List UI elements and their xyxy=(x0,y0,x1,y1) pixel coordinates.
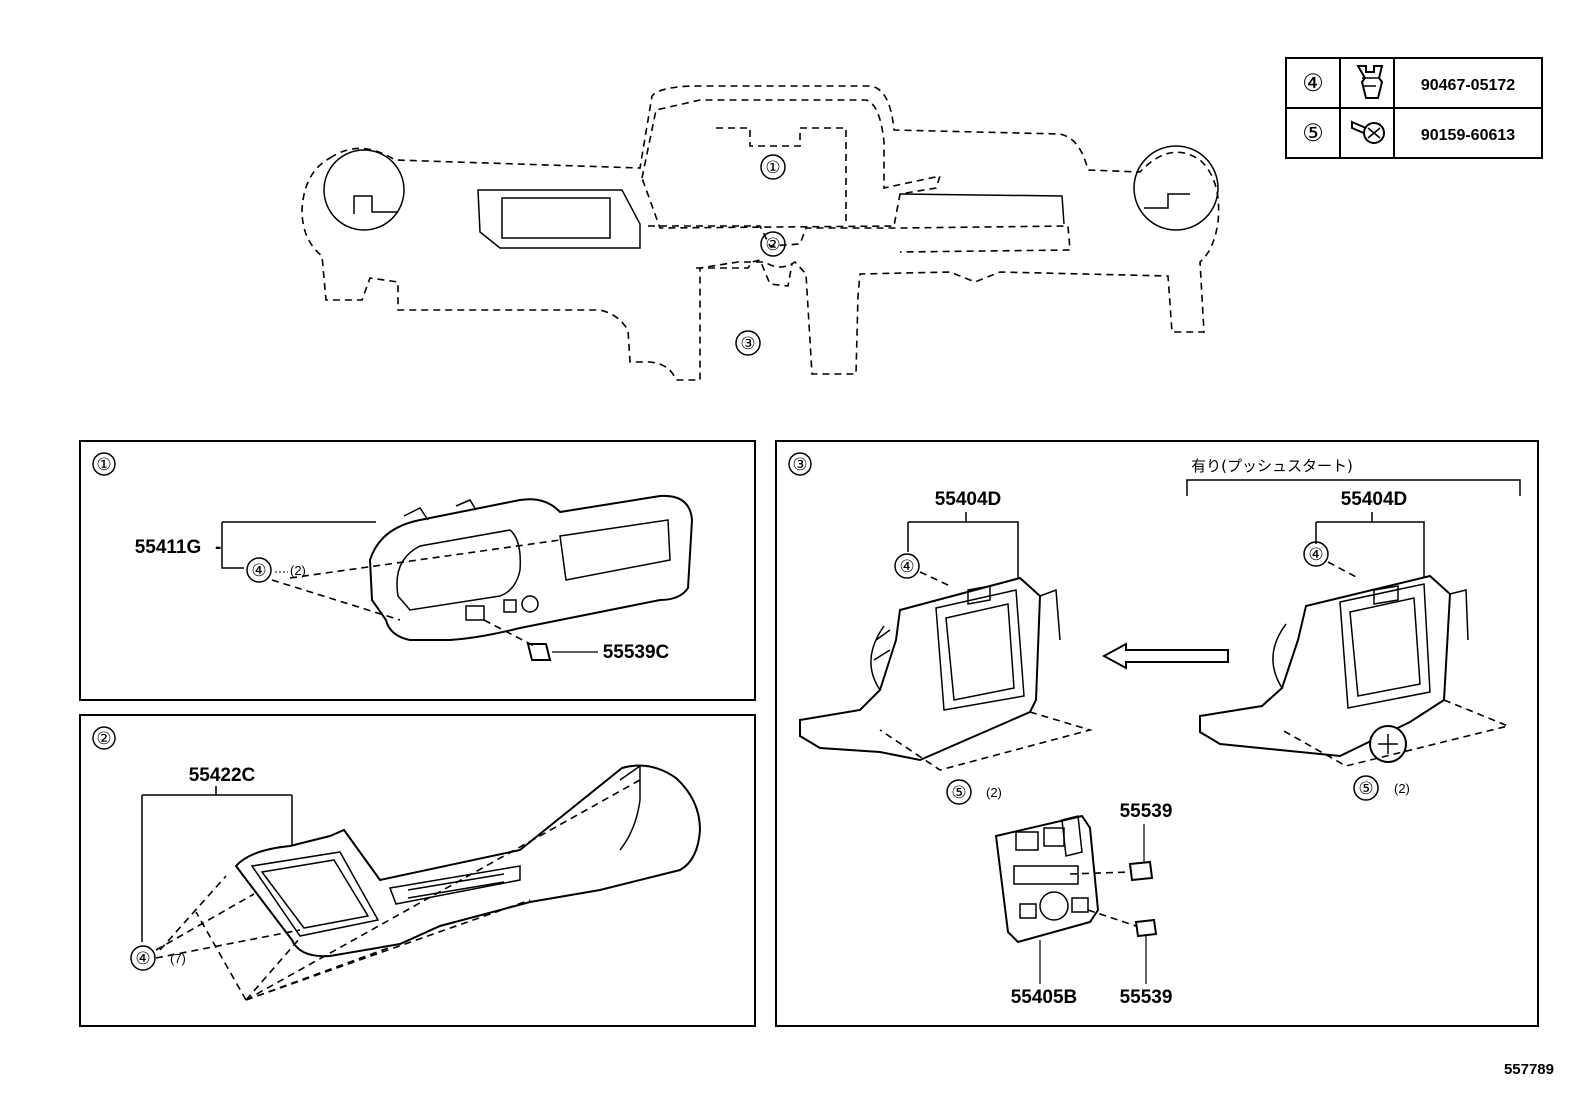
panel-1-clip-qty: (2) xyxy=(290,563,306,578)
table-part-90159: 90159-60613 xyxy=(1421,127,1515,144)
console-right xyxy=(1199,574,1469,763)
panel-3-clip-ref-right: ④ xyxy=(1308,545,1323,564)
svg-text:-: - xyxy=(215,537,221,558)
panel-1-part-55539c: 55539C xyxy=(603,642,670,663)
panel-2-part-55422c: 55422C xyxy=(189,765,256,786)
diagram-id: 557789 xyxy=(1504,1061,1554,1078)
fastener-table: ④ ⑤ 90467-05172 90159-60613 xyxy=(1285,57,1543,159)
panel-3-clip-ref-left: ④ xyxy=(899,557,914,576)
dashboard-overview xyxy=(301,85,1220,381)
overview-callouts: ① ② ③ xyxy=(735,154,786,356)
panel-3-part-55539-bottom: 55539 xyxy=(1120,987,1173,1008)
overview-callout-2: ② xyxy=(765,235,780,254)
panel-2-clip-ref: ④ xyxy=(135,949,150,968)
table-ref-5: ⑤ xyxy=(1302,120,1324,147)
panel-3-part-55405b: 55405B xyxy=(1011,987,1078,1008)
panel-1-label: ① xyxy=(96,455,111,474)
panel-1-clip-ref: ④ xyxy=(251,561,266,580)
panel-3: ③ 有り(プッシュスタート) 55404D ④ ⑤ (2) 55404D ④ xyxy=(775,440,1539,1027)
panel-3-part-55404d-right: 55404D xyxy=(1341,489,1408,510)
clip-icon xyxy=(1356,65,1384,99)
panel-3-note: 有り(プッシュスタート) xyxy=(1191,457,1353,475)
switch-bottom xyxy=(1134,918,1158,938)
panel-3-screw-qty-right: (2) xyxy=(1394,781,1410,796)
arrow-left-icon xyxy=(1101,642,1229,670)
screw-icon xyxy=(1351,120,1385,144)
switch-bezel xyxy=(994,814,1100,944)
panel-2: ② 55422C ④ (7) xyxy=(79,714,756,1027)
panel-3-part-55539-top: 55539 xyxy=(1120,801,1173,822)
panel-3-screw-ref-left: ⑤ xyxy=(951,783,966,802)
table-ref-4: ④ xyxy=(1302,70,1324,97)
instrument-hood xyxy=(368,494,694,641)
center-cluster-panel xyxy=(234,764,702,958)
panel-3-screw-ref-right: ⑤ xyxy=(1358,779,1373,798)
console-left xyxy=(799,576,1061,762)
overview-callout-3: ③ xyxy=(740,334,755,353)
table-part-90467: 90467-05172 xyxy=(1421,77,1515,94)
switch-top xyxy=(1128,860,1154,882)
panel-1: ① 55411G - ④ (2) 55539C xyxy=(79,440,756,701)
panel-3-screw-qty-left: (2) xyxy=(986,785,1002,800)
panel-3-part-55404d-left: 55404D xyxy=(935,489,1002,510)
panel-2-label: ② xyxy=(96,729,111,748)
panel-3-label: ③ xyxy=(792,455,807,474)
panel-1-part-55411g: 55411G xyxy=(135,537,202,558)
overview-callout-1: ① xyxy=(765,158,780,177)
